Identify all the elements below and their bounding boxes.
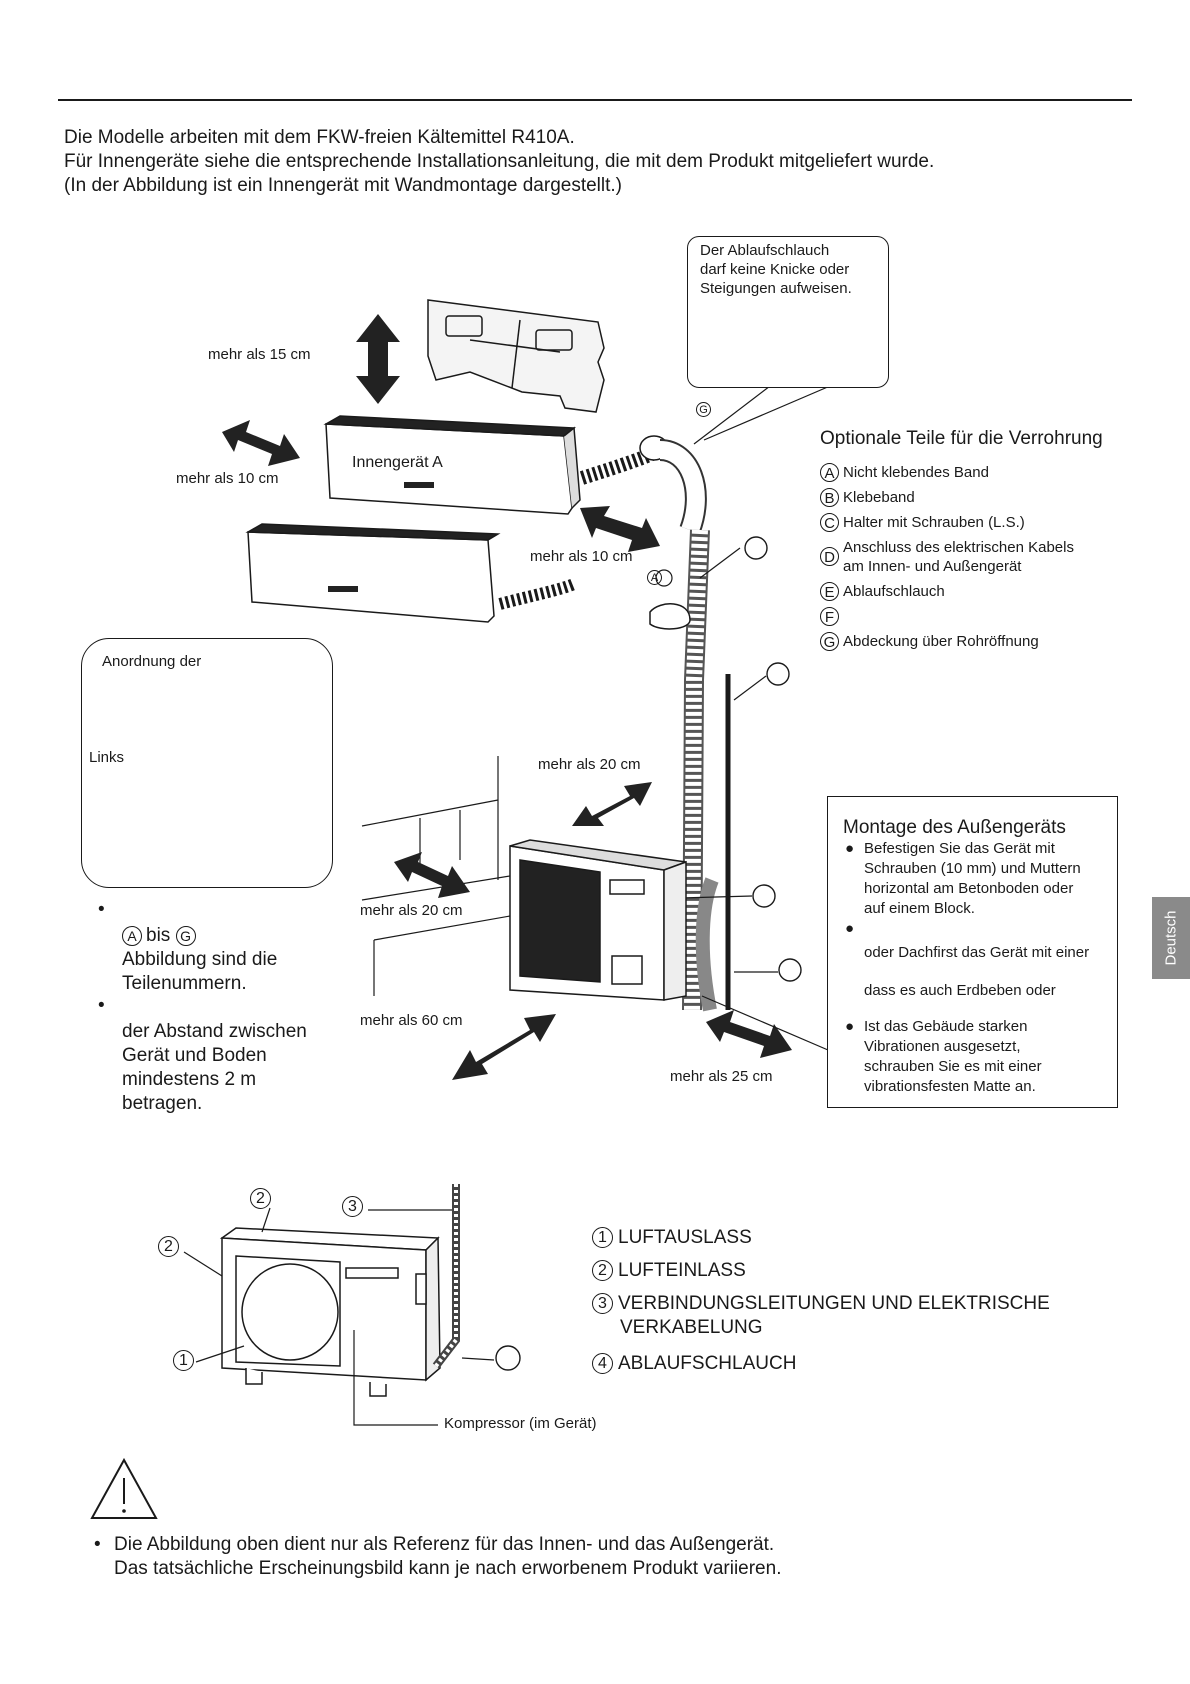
marker-g: G bbox=[696, 402, 715, 420]
indoor-b-pipe bbox=[498, 578, 577, 610]
mounting-item-3: ● Ist das Gebäude starken Vibrationen au… bbox=[845, 1018, 1042, 1095]
language-tab[interactable]: Deutsch bbox=[1152, 897, 1190, 979]
outdoor-left-arrow bbox=[394, 852, 470, 898]
indoor-unit-b bbox=[245, 523, 501, 623]
clearance-outdoor-left: mehr als 20 cm bbox=[360, 902, 463, 919]
layout-box-left-label: Links bbox=[89, 749, 125, 766]
front-clearance-arrow bbox=[452, 1014, 556, 1080]
indoor-unit-a bbox=[323, 415, 581, 515]
mounting-title: Montage des Außengeräts bbox=[843, 817, 1066, 838]
outdoor-mounting-box: Montage des Außengeräts ● Befestigen Sie… bbox=[827, 796, 1118, 1108]
drain-note-line-1: Der Ablaufschlauch bbox=[700, 242, 830, 259]
rear-clearance-arrow bbox=[572, 782, 652, 826]
optional-parts-title: Optionale Teile für die Verrohrung bbox=[820, 428, 1103, 449]
marker-empty-3 bbox=[752, 884, 776, 908]
layout-box-title: Anordnung der bbox=[102, 653, 202, 670]
drain-note-line-3: Steigungen aufweisen. bbox=[700, 280, 852, 297]
mounting-item-2: ● oder Dachfirst das Gerät mit einer das… bbox=[845, 920, 1090, 999]
unit-marker-2-top: 2 bbox=[250, 1188, 276, 1209]
vertical-clearance-arrow bbox=[356, 314, 400, 404]
clearance-outdoor-right: mehr als 25 cm bbox=[670, 1068, 773, 1085]
hose-marker-a: A bbox=[647, 570, 666, 588]
drain-box-leader-1 bbox=[693, 385, 771, 445]
clearance-top: mehr als 15 cm bbox=[208, 346, 311, 363]
footer-line-1: Die Abbildung oben dient nur als Referen… bbox=[114, 1534, 775, 1555]
clearance-outdoor-rear: mehr als 20 cm bbox=[538, 756, 641, 773]
marker-empty-5 bbox=[495, 1345, 521, 1371]
warning-icon bbox=[90, 1457, 158, 1519]
clearance-outdoor-front: mehr als 60 cm bbox=[360, 1012, 463, 1029]
drain-note-line-2: darf keine Knicke oder bbox=[700, 261, 850, 278]
intro-line-1: Die Modelle arbeiten mit dem FKW-freien … bbox=[64, 127, 575, 148]
right-clearance-arrow bbox=[580, 506, 660, 552]
mounting-item-1: ● Befestigen Sie das Gerät mit Schrauben… bbox=[845, 840, 1081, 917]
unit-marker-1: 1 bbox=[173, 1350, 199, 1371]
unit-marker-2-side: 2 bbox=[158, 1236, 184, 1257]
marker-empty-1 bbox=[744, 536, 768, 560]
outdoor-right-arrow bbox=[706, 1010, 792, 1058]
marker-empty-4 bbox=[778, 958, 802, 982]
outdoor-unit-detail bbox=[219, 1227, 441, 1397]
footer-line-2: Das tatsächliche Erscheinungsbild kann j… bbox=[114, 1558, 782, 1579]
header-rule bbox=[58, 99, 1132, 101]
optional-part-f: F bbox=[820, 607, 843, 626]
layout-box: Anordnung der Links bbox=[81, 638, 333, 888]
unit-marker-3: 3 bbox=[342, 1196, 368, 1217]
coil-a bbox=[649, 603, 691, 630]
drain-box-leader-2 bbox=[703, 385, 831, 441]
wall bbox=[361, 756, 511, 996]
mounting-plate bbox=[427, 299, 605, 413]
marker-empty-2 bbox=[766, 662, 790, 686]
indoor-unit-label: Innengerät A bbox=[352, 454, 443, 471]
left-clearance-arrow bbox=[222, 420, 300, 466]
intro-line-3: (In der Abbildung ist ein Innengerät mit… bbox=[64, 175, 623, 196]
clearance-side-left: mehr als 10 cm bbox=[176, 470, 279, 487]
compressor-label: Kompressor (im Gerät) bbox=[444, 1415, 597, 1432]
note-2: • der Abstand zwischen Gerät und Boden m… bbox=[98, 995, 307, 1114]
intro-text: Die Modelle arbeiten mit dem FKW-freien … bbox=[64, 126, 934, 198]
outdoor-unit bbox=[509, 839, 687, 1001]
intro-line-2: Für Innengeräte siehe die entsprechende … bbox=[64, 151, 935, 172]
drain-hose-note: Der Ablaufschlauch darf keine Knicke ode… bbox=[687, 236, 889, 388]
pipe-bundle bbox=[658, 439, 731, 1012]
footer-note: • Die Abbildung oben dient nur als Refer… bbox=[94, 1534, 782, 1579]
clearance-side-right: mehr als 10 cm bbox=[530, 548, 633, 565]
